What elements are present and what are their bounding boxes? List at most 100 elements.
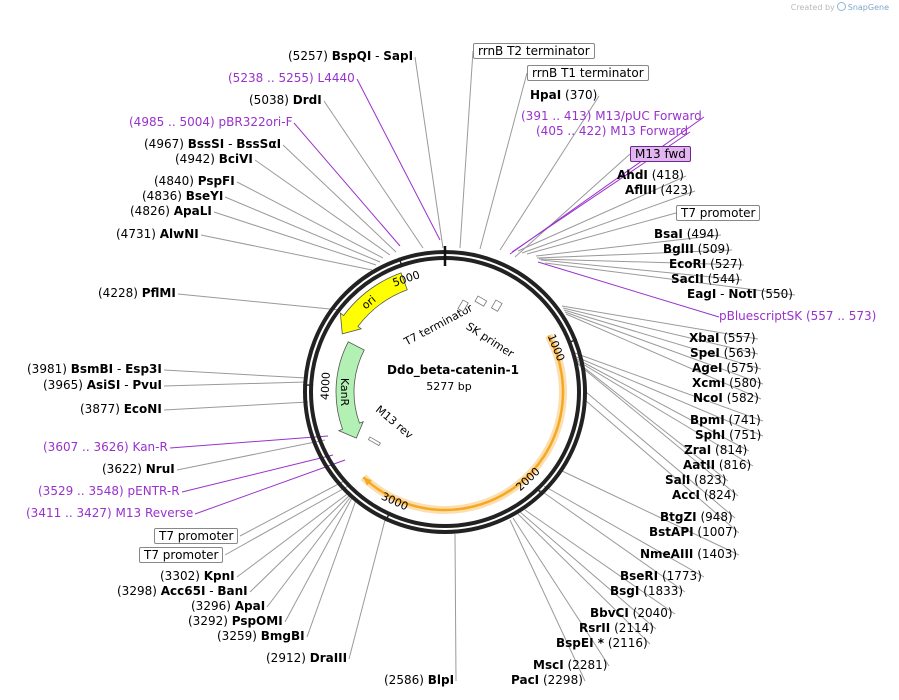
site-position: (1007) [697, 525, 738, 539]
site-label-econi[interactable]: (3877) EcoNI [80, 402, 162, 416]
site-label-acc65i[interactable]: (3298) Acc65I - BanI [117, 584, 248, 598]
primer-label-m13-forward[interactable]: (405 .. 422) M13 Forward [536, 124, 688, 138]
primer-label-pbr322ori-f[interactable]: (4985 .. 5004) pBR322ori-F [129, 115, 292, 129]
site-label-pspomi[interactable]: (3292) PspOMI [188, 614, 283, 628]
leader-rrnb-t1-terminator [479, 72, 528, 250]
site-label-afliii[interactable]: AflIII (423) [625, 183, 693, 197]
site-label-drdi[interactable]: (5038) DrdI [249, 93, 322, 107]
site-label-spei[interactable]: SpeI (563) [690, 346, 756, 360]
leader-bsmbi [163, 369, 307, 379]
leader-eagi [544, 262, 796, 296]
primer-label-m13-fwd[interactable]: M13 fwd [630, 146, 691, 162]
site-label-acci[interactable]: AccI (824) [672, 488, 736, 502]
site-position: (3296) [191, 599, 231, 613]
site-label-aatii[interactable]: AatII (816) [683, 458, 751, 472]
site-name: ZraI [684, 443, 712, 457]
insert-arc[interactable] [362, 334, 565, 512]
site-label-sphi[interactable]: SphI (751) [695, 428, 761, 442]
site-label-bglii[interactable]: BglII (509) [663, 242, 730, 256]
site-label-nrui[interactable]: (3622) NruI [102, 462, 175, 476]
site-label-xcmi[interactable]: XcmI (580) [692, 376, 761, 390]
site-name: HpaI [530, 88, 562, 102]
plasmid-name: Ddo_beta-catenin-1 [387, 363, 519, 378]
feature-label-t7-promoter[interactable]: T7 promoter [139, 547, 224, 563]
site-position: (2281) [567, 658, 608, 672]
site-position: (2114) [614, 621, 654, 635]
site-label-pspfi[interactable]: (4840) PspFI [154, 174, 235, 188]
site-label-alwni[interactable]: (4731) AlwNI [116, 227, 199, 241]
primer-label-pentr-r[interactable]: (3529 .. 3548) pENTR-R [38, 484, 180, 498]
site-label-bsmbi[interactable]: (3981) BsmBI - Esp3I [27, 362, 162, 376]
site-label-ahdi[interactable]: AhdI (418) [617, 168, 684, 182]
site-label-paci[interactable]: PacI (2298) [511, 673, 583, 687]
site-name: NcoI [693, 391, 723, 405]
leader-xbai [561, 305, 759, 340]
site-label-asisi[interactable]: (3965) AsiSI - PvuI [43, 378, 162, 392]
site-label-eagi[interactable]: EagI - NotI (550) [687, 287, 793, 301]
site-name: BstAPI [649, 525, 694, 539]
site-name: AhdI [617, 168, 648, 182]
site-label-bspei[interactable]: BspEI * (2116) [556, 636, 648, 650]
map-centre: Ddo_beta-catenin-1 5277 bp [387, 363, 519, 393]
feature-label-rrnb-t1-terminator[interactable]: rrnB T1 terminator [527, 65, 649, 81]
feature-label-rrnb-t2-terminator[interactable]: rrnB T2 terminator [473, 43, 595, 59]
feature-arrow-kanr[interactable] [335, 341, 365, 439]
site-label-bsssi[interactable]: (4967) BssSI - BssSαI [144, 137, 282, 151]
site-label-bseyi[interactable]: (4836) BseYI [142, 189, 223, 203]
primer-label-m13-puc-forward[interactable]: (391 .. 413) M13/pUC Forward [521, 109, 702, 123]
site-name-secondary: BanI [217, 584, 248, 598]
site-label-kpni[interactable]: (3302) KpnI [160, 569, 235, 583]
site-label-ncoi[interactable]: NcoI (582) [693, 391, 759, 405]
primer-label-pbluescriptsk[interactable]: pBluescriptSK (557 .. 573) [719, 309, 876, 323]
primer-label-kan-r[interactable]: (3607 .. 3626) Kan-R [43, 440, 168, 454]
site-label-bstapi[interactable]: BstAPI (1007) [649, 525, 737, 539]
primer-range: (4985 .. 5004) [129, 115, 215, 129]
site-label-rsrii[interactable]: RsrII (2114) [579, 621, 654, 635]
site-position: (814) [715, 443, 748, 457]
feature-label-t7-promoter[interactable]: T7 promoter [154, 528, 239, 544]
site-label-draiii[interactable]: (2912) DraIII [266, 651, 347, 665]
primer-name: M13 Forward [610, 124, 688, 138]
site-label-bsai[interactable]: BsaI (494) [654, 227, 719, 241]
site-label-apai[interactable]: (3296) ApaI [191, 599, 265, 613]
primer-label-l4440[interactable]: (5238 .. 5255) L4440 [228, 71, 355, 85]
feature-name: rrnB T1 terminator [532, 66, 644, 80]
site-label-blpi[interactable]: (2586) BlpI [384, 673, 454, 687]
site-name: ApaI [234, 599, 266, 613]
insert-arrow-head [363, 477, 372, 486]
site-position: (3259) [217, 629, 257, 643]
site-name: DrdI [292, 93, 322, 107]
site-label-bsgi[interactable]: BsgI (1833) [610, 584, 683, 598]
primer-label-m13-reverse[interactable]: (3411 .. 3427) M13 Reverse [26, 506, 193, 520]
site-label-pflmi[interactable]: (4228) PflMI [98, 286, 176, 300]
site-name: NmeAIII [640, 547, 694, 561]
site-name: BspQI [331, 49, 372, 63]
leader-pbr322ori-f [293, 122, 401, 247]
site-label-bspqi[interactable]: (5257) BspQI - SapI [288, 49, 414, 63]
site-label-sacii[interactable]: SacII (544) [671, 272, 740, 286]
leader-m13-puc-forward [509, 116, 705, 255]
site-label-msci[interactable]: MscI (2281) [533, 658, 607, 672]
site-label-bpmi[interactable]: BpmI (741) [690, 413, 761, 427]
site-label-sali[interactable]: SalI (823) [665, 473, 726, 487]
feature-label-t7-promoter[interactable]: T7 promoter [676, 205, 761, 221]
site-position: (751) [729, 428, 762, 442]
site-label-zrai[interactable]: ZraI (814) [684, 443, 747, 457]
site-label-nmeaiii[interactable]: NmeAIII (1403) [640, 547, 737, 561]
site-label-xbai[interactable]: XbaI (557) [689, 331, 756, 345]
site-label-ecori[interactable]: EcoRI (527) [669, 257, 742, 271]
site-label-apali[interactable]: (4826) ApaLI [130, 204, 212, 218]
site-name: BsmBI [70, 362, 114, 376]
site-label-hpai[interactable]: HpaI (370) [530, 88, 597, 102]
site-label-bbvci[interactable]: BbvCI (2040) [590, 606, 673, 620]
site-label-btgzi[interactable]: BtgZI (948) [660, 510, 733, 524]
leader-paci [509, 519, 586, 682]
leader-acci [577, 363, 739, 497]
site-label-bcivi[interactable]: (4942) BciVI [175, 152, 253, 166]
site-position: (1833) [643, 584, 684, 598]
site-label-bseri[interactable]: BseRI (1773) [620, 569, 702, 583]
site-label-bmgbi[interactable]: (3259) BmgBI [217, 629, 305, 643]
site-label-agei[interactable]: AgeI (575) [692, 361, 759, 375]
feature-arrow-ori[interactable] [339, 272, 408, 335]
site-position: (3965) [43, 378, 83, 392]
